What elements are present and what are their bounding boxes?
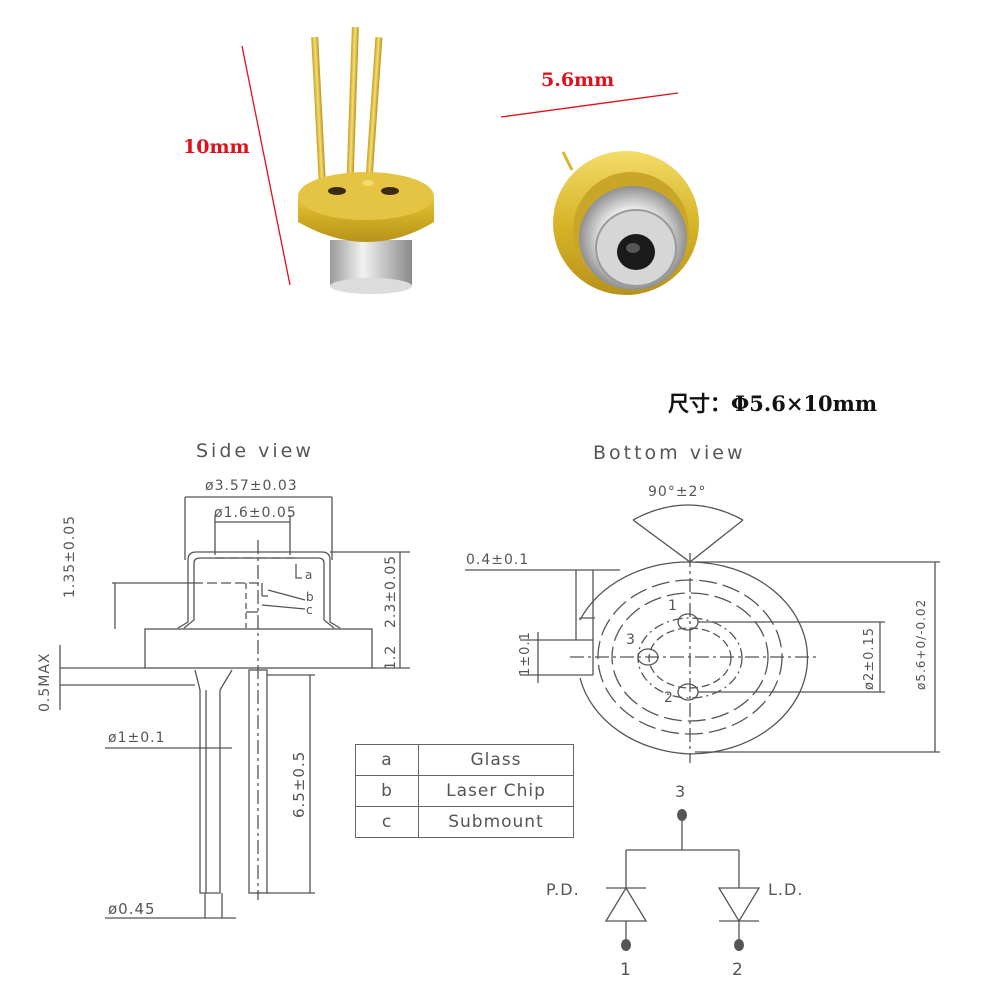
schematic-ld-label: L.D. [768, 880, 804, 899]
dim-pin-offset: 0.5MAX [37, 652, 53, 712]
dim-window-diameter: ø1.6±0.05 [214, 505, 297, 521]
height-dimension-label: 10mm [183, 136, 250, 158]
dim-chip-height: 1.35±0.05 [62, 514, 78, 598]
dim-outer-diameter: ø5.6+0/-0.02 [914, 598, 928, 690]
callout-b: b [306, 590, 315, 604]
bottom-pin-label-2: 2 [664, 690, 674, 706]
schematic-pd-label: P.D. [546, 880, 580, 899]
dim-cap-diameter: ø3.57±0.03 [205, 478, 298, 494]
size-caption: 尺寸：Φ5.6×10mm [668, 391, 878, 416]
legend-row: c Submount [355, 806, 574, 838]
legend-row: a Glass [355, 744, 574, 776]
legend-key: b [355, 775, 419, 807]
legend-value: Laser Chip [418, 775, 574, 807]
component-legend-table: a Glass b Laser Chip c Submount [355, 744, 574, 838]
dim-cap-height: 2.3±0.05 [383, 554, 399, 628]
legend-value: Submount [418, 806, 574, 838]
photo-top-view: 10mm 5.6mm [0, 0, 1000, 340]
callout-c: c [306, 603, 314, 617]
dim-notch-height: 1±0.1 [518, 631, 533, 676]
dim-flange-thickness: 1.2 [383, 644, 399, 670]
laser-diode-photos-graphic [241, 26, 699, 295]
bottom-pin-label-3: 3 [626, 632, 636, 648]
legend-key: a [355, 744, 419, 776]
dim-pin-diameter: ø0.45 [108, 900, 156, 918]
schematic-ld-pin: 2 [732, 960, 744, 980]
dim-notch-width: 0.4±0.1 [466, 552, 530, 568]
dim-pin-circle: ø2±0.15 [862, 626, 877, 690]
dim-pin-base-diameter: ø1±0.1 [108, 730, 166, 746]
diameter-dimension-label: 5.6mm [541, 69, 615, 91]
bottom-view-title: Bottom view [593, 442, 746, 464]
bottom-pin-label-1: 1 [668, 598, 678, 614]
dim-angle: 90°±2° [648, 484, 707, 500]
legend-row: b Laser Chip [355, 775, 574, 807]
schematic-common-pin: 3 [675, 782, 687, 801]
side-view-title: Side view [196, 440, 314, 462]
callout-a: a [305, 568, 314, 582]
legend-key: c [355, 806, 419, 838]
dim-pin-length: 6.5±0.5 [290, 750, 308, 818]
legend-value: Glass [418, 744, 574, 776]
schematic-pd-pin: 1 [620, 960, 632, 980]
